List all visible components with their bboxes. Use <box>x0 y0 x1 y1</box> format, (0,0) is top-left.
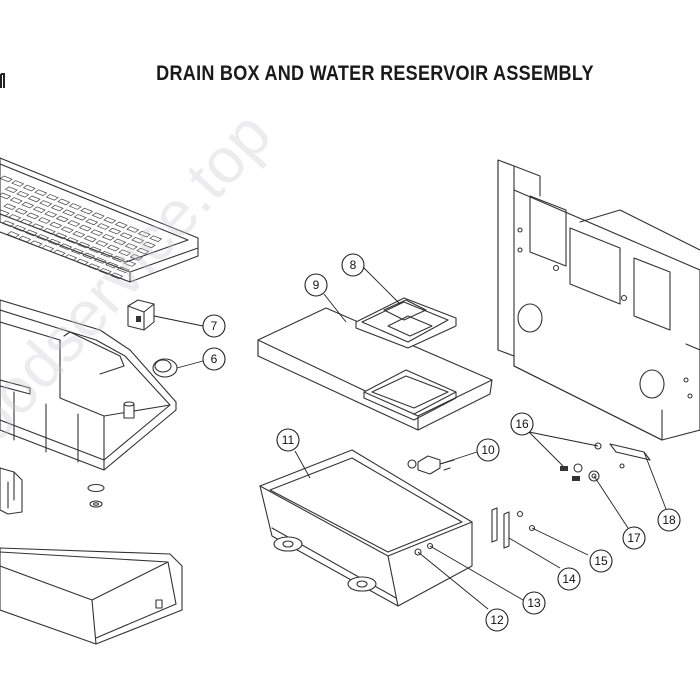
callout-17: 17 <box>622 526 646 550</box>
callout-12: 12 <box>485 608 509 632</box>
lower-panel <box>0 547 183 645</box>
callout-label: 16 <box>515 417 529 431</box>
part-6-cap <box>152 358 178 378</box>
part-9-tray-plate <box>257 307 493 431</box>
part-8-cover <box>355 297 457 349</box>
callout-10: 10 <box>476 438 500 462</box>
callout-label: 7 <box>211 319 218 333</box>
callout-6: 6 <box>202 347 226 371</box>
callout-9: 9 <box>304 273 328 297</box>
callout-label: 6 <box>211 352 218 366</box>
cropped-edge-mark <box>0 73 5 88</box>
callout-8: 8 <box>341 253 365 277</box>
callout-13: 13 <box>522 591 546 615</box>
leader-lines <box>153 266 667 610</box>
part-11-reservoir <box>259 449 473 607</box>
side-bracket <box>0 467 23 515</box>
callout-label: 11 <box>282 433 295 447</box>
callout-18: 18 <box>657 508 681 532</box>
callout-label: 10 <box>481 443 495 457</box>
callout-15: 15 <box>589 549 613 573</box>
page-title: DRAIN BOX AND WATER RESERVOIR ASSEMBLY <box>156 62 594 85</box>
callout-7: 7 <box>202 314 226 338</box>
callout-11: 11 <box>276 428 300 452</box>
callout-label: 13 <box>527 596 541 610</box>
drip-tray-grate <box>0 157 199 283</box>
part-10-fitting <box>407 455 455 475</box>
callout-label: 14 <box>562 572 576 586</box>
callout-14: 14 <box>557 567 581 591</box>
washer-parts <box>87 483 105 508</box>
hardware-parts <box>491 442 651 549</box>
callout-label: 15 <box>594 554 608 568</box>
callout-16: 16 <box>510 412 534 436</box>
callout-label: 17 <box>627 531 641 545</box>
part-7-block <box>127 299 155 331</box>
callout-label: 18 <box>662 513 676 527</box>
frame-back-panel <box>497 159 700 441</box>
drain-box <box>0 299 177 471</box>
callout-label: 12 <box>490 613 504 627</box>
callout-label: 8 <box>350 258 357 272</box>
callout-label: 9 <box>313 278 320 292</box>
